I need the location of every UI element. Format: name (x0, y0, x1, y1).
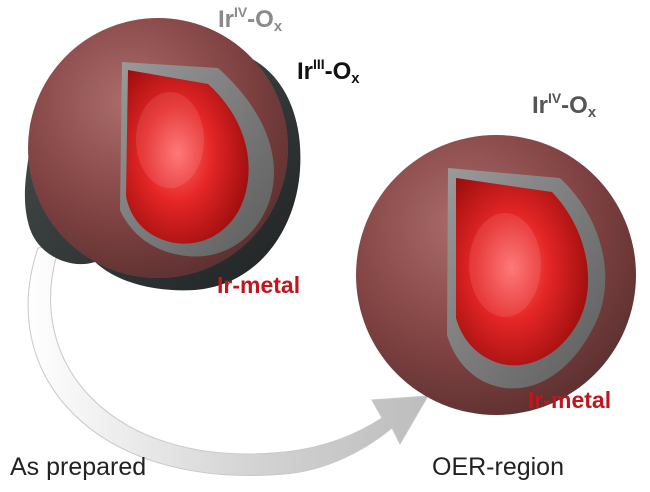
label-right-core: Ir-metal (528, 387, 612, 413)
label-left-inner-oxide: IrIII-Ox (297, 57, 360, 88)
process-arrow (27, 244, 429, 476)
caption-oer-region: OER-region (432, 453, 564, 481)
metal-core (456, 178, 589, 366)
label-right-oxide: IrIV-Ox (532, 91, 597, 122)
label-sup: IV (548, 89, 562, 106)
label-mid: -O (561, 92, 588, 119)
caption-as-prepared: As prepared (10, 453, 147, 481)
label-sup: IV (234, 3, 248, 20)
label-sup: III (313, 55, 325, 72)
core-highlight (136, 92, 204, 188)
label-left-outer-oxide: IrIV-Ox (218, 5, 283, 36)
label-sub: x (273, 19, 283, 36)
metal-core (126, 70, 249, 244)
core-highlight (469, 213, 541, 317)
label-mid: -O (247, 6, 274, 33)
particle-oer-region (356, 135, 636, 415)
label-sub: x (587, 105, 597, 122)
label-base: Ir (218, 6, 235, 33)
label-left-core: Ir-metal (217, 272, 301, 298)
label-base: Ir (532, 92, 549, 119)
particle-as-prepared (24, 18, 301, 291)
label-mid: -O (324, 58, 352, 85)
label-sub: x (351, 71, 360, 88)
label-base: Ir (297, 58, 314, 85)
